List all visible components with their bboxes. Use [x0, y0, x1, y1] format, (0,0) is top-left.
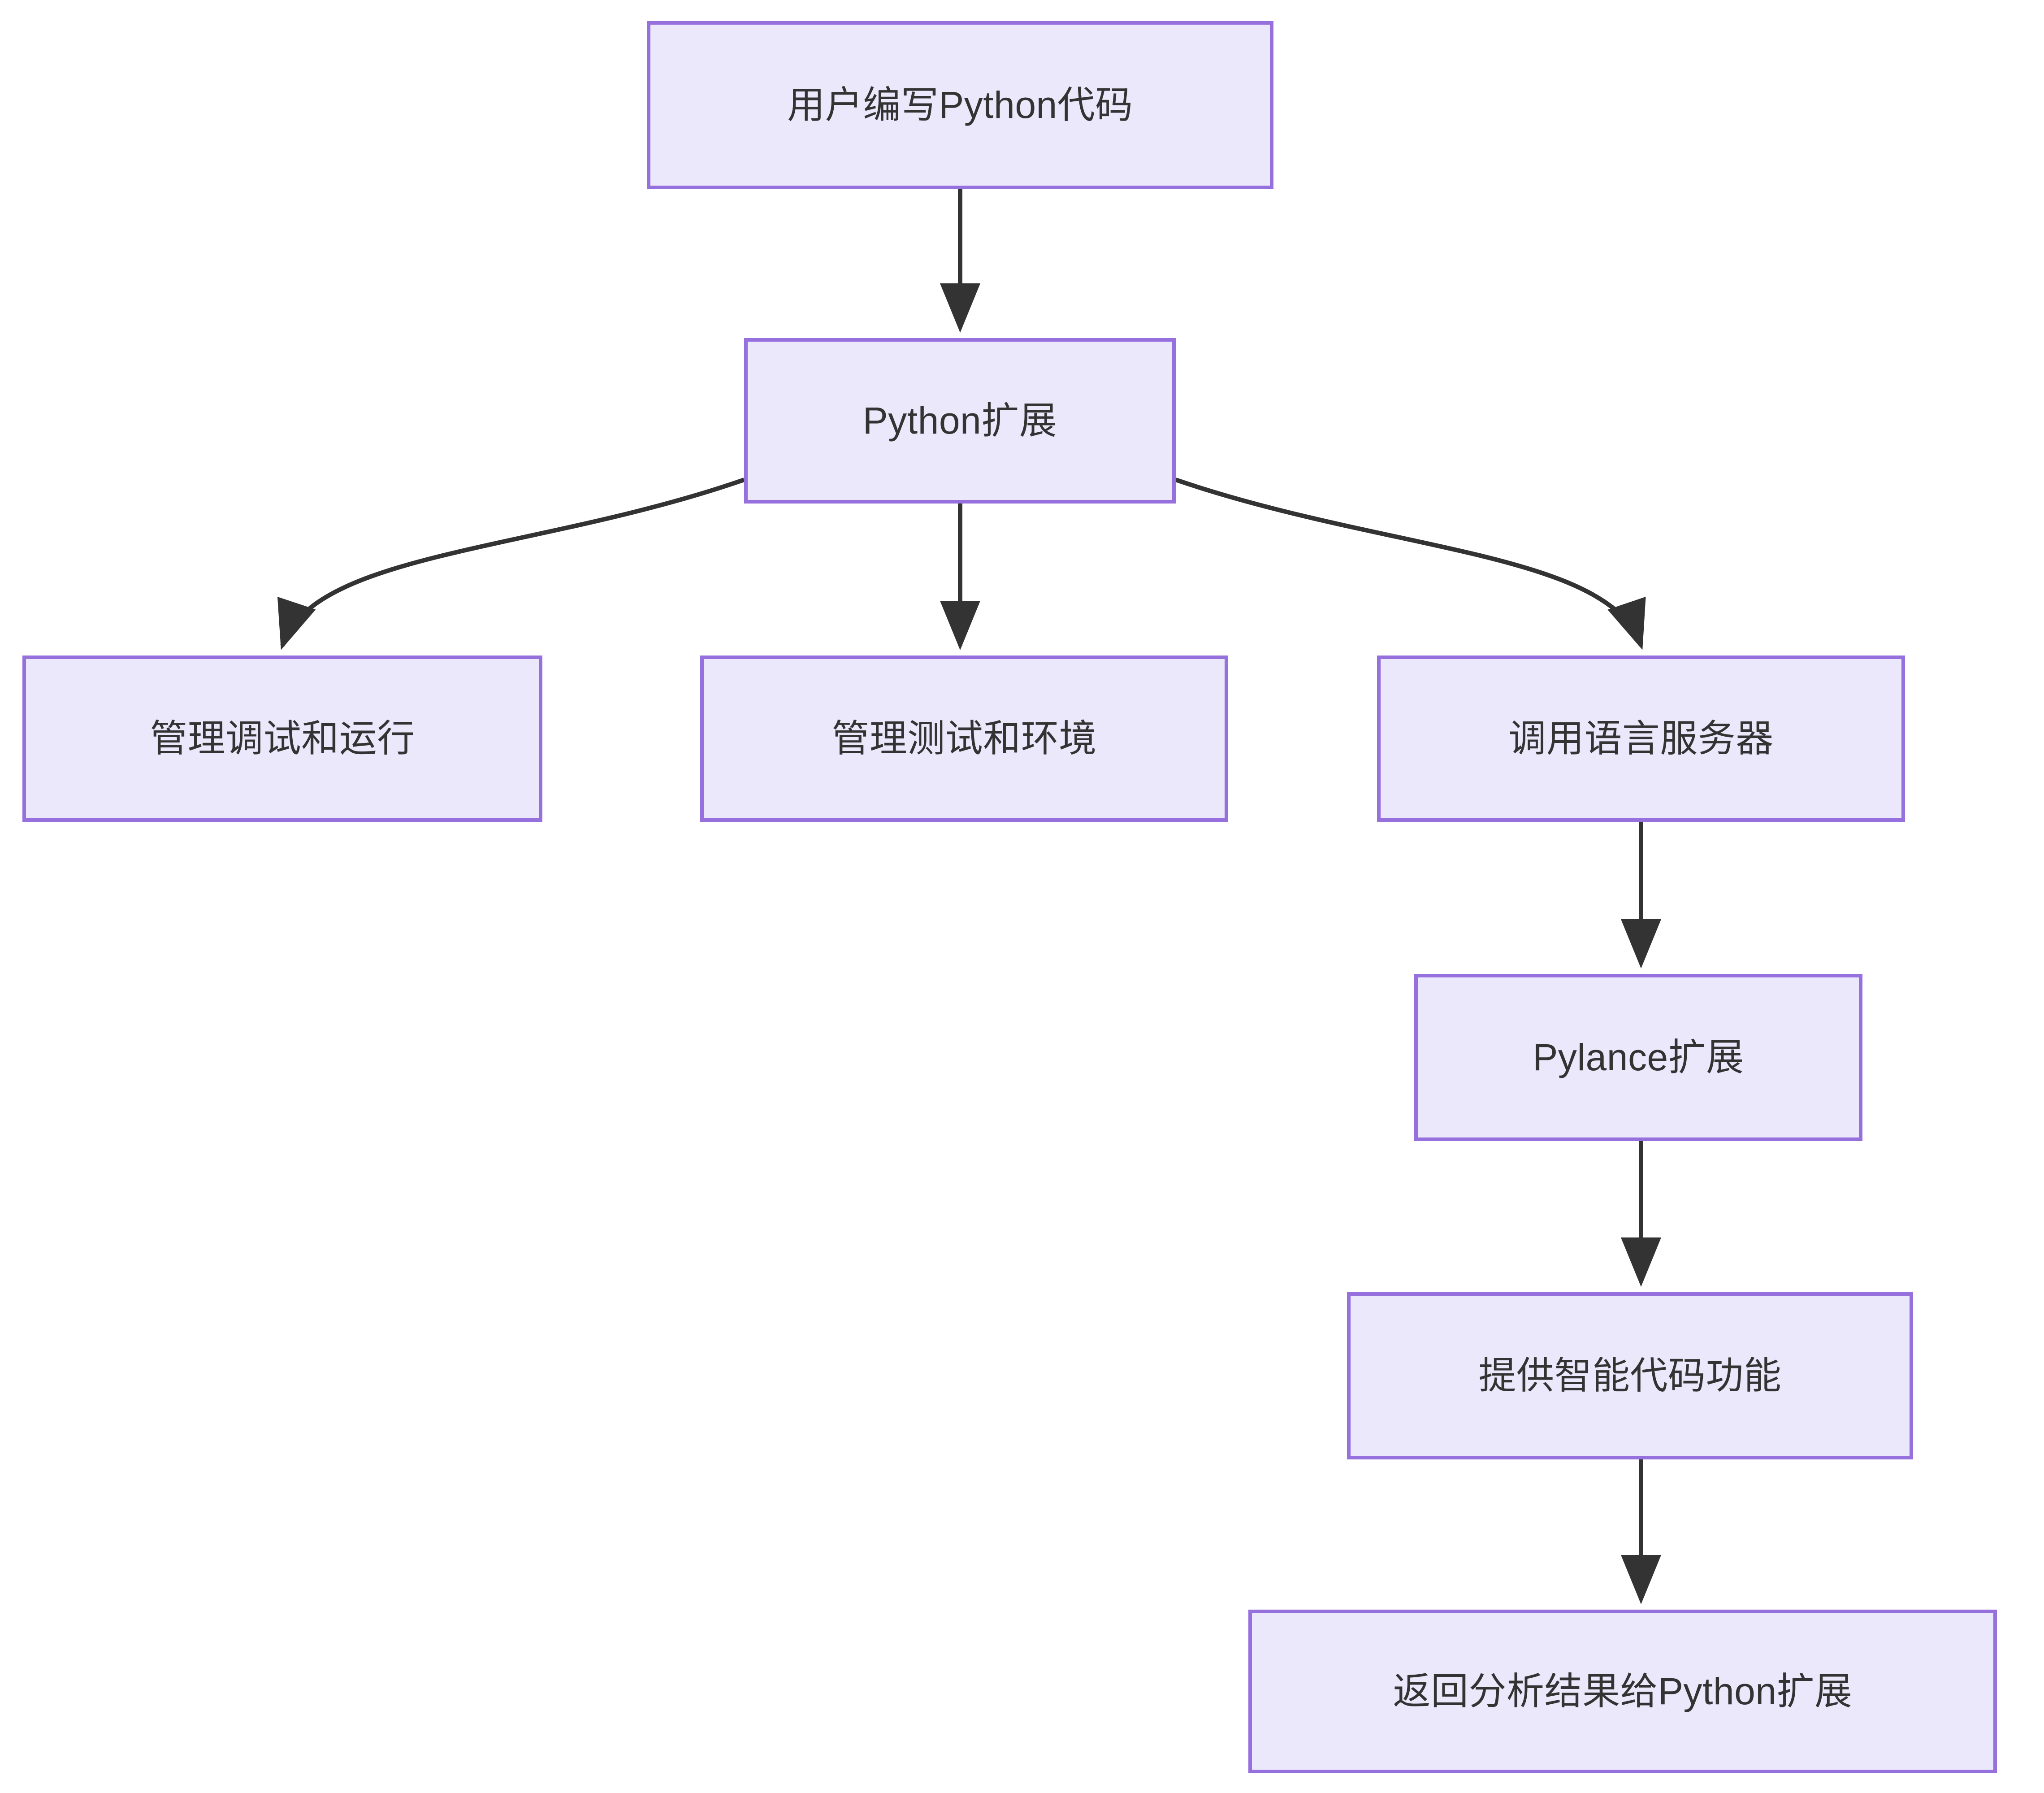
node-label: 管理测试和环境	[831, 717, 1097, 760]
node-label: Python扩展	[862, 399, 1057, 442]
node-pylance-extension[interactable]: Pylance扩展	[1414, 974, 1862, 1141]
node-label: Pylance扩展	[1533, 1036, 1744, 1079]
node-label: 返回分析结果给Python扩展	[1393, 1670, 1853, 1713]
node-label: 调用语言服务器	[1508, 717, 1774, 760]
node-provide-intelligent-code-features[interactable]: 提供智能代码功能	[1347, 1292, 1913, 1459]
node-user-writes-python-code[interactable]: 用户编写Python代码	[647, 21, 1273, 189]
node-label: 用户编写Python代码	[787, 84, 1133, 126]
node-invoke-language-server[interactable]: 调用语言服务器	[1377, 656, 1905, 822]
node-label: 管理调试和运行	[150, 717, 415, 760]
edge-b-to-c	[277, 478, 745, 650]
node-return-analysis-to-python-extension[interactable]: 返回分析结果给Python扩展	[1248, 1610, 1997, 1773]
node-python-extension[interactable]: Python扩展	[744, 338, 1176, 504]
node-manage-test-and-environment[interactable]: 管理测试和环境	[700, 656, 1228, 822]
edge-b-to-e	[1175, 478, 1646, 650]
node-label: 提供智能代码功能	[1478, 1355, 1782, 1397]
node-manage-debug-and-run[interactable]: 管理调试和运行	[22, 656, 542, 822]
